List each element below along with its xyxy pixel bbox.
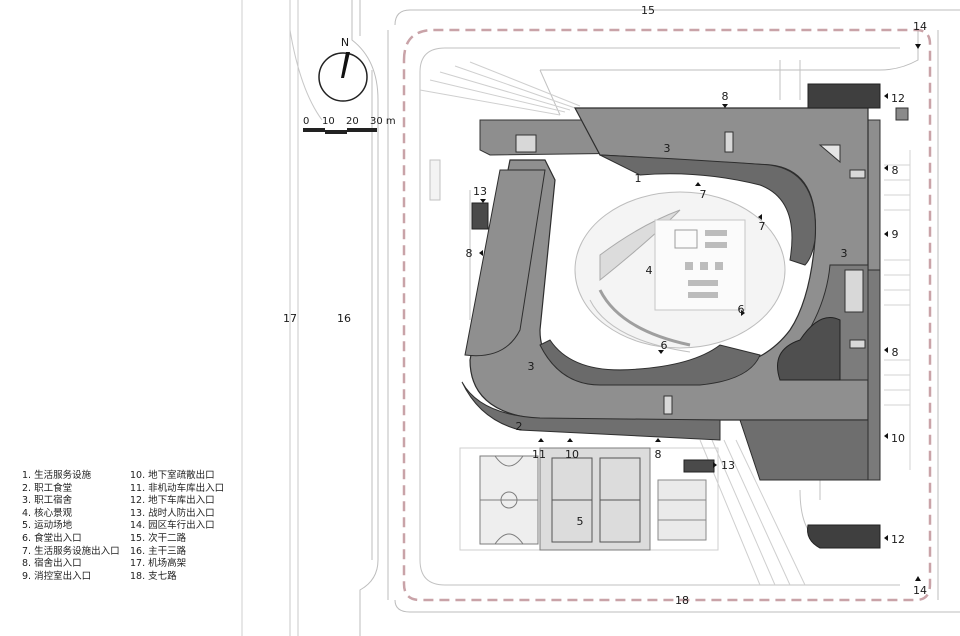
label-ent-8: 8: [892, 164, 899, 177]
legend-column-1: 1. 生活服务设施 2. 职工食堂 3. 职工宿舍 4. 核心景观 5. 运动场…: [22, 470, 120, 583]
label-road-17: 17: [283, 312, 297, 325]
label-ent-11: 11: [532, 448, 546, 461]
legend-item: 3. 职工宿舍: [22, 495, 73, 507]
label-ent-13: 13: [473, 185, 487, 198]
legend-item: 17. 机场高架: [130, 558, 187, 570]
legend-item: 5. 运动场地: [22, 520, 73, 532]
label-bld-1: 1: [635, 172, 642, 185]
label-bld-2: 2: [516, 420, 523, 433]
legend-item: 9. 消控室出入口: [22, 570, 92, 582]
scale-tick: 30 m: [370, 116, 396, 127]
label-gate-12: 12: [891, 533, 905, 546]
label-ent-6: 6: [738, 303, 745, 316]
label-core-4: 4: [646, 264, 653, 277]
main-trunk-road: [351, 0, 379, 636]
perimeter-roads: [387, 9, 960, 613]
legend-item: 16. 主干三路: [130, 545, 187, 557]
legend-item: 10. 地下室疏散出口: [130, 470, 215, 481]
legend-item: 8. 宿舍出入口: [22, 558, 82, 570]
north-arrow: N: [318, 36, 368, 102]
label-gate-12: 12: [891, 92, 905, 105]
label-gate-14: 14: [913, 20, 927, 33]
label-ent-8: 8: [722, 90, 729, 103]
scale-tick: 10: [322, 116, 335, 127]
label-gate-14: 14: [913, 584, 927, 597]
scale-tick: 20: [346, 116, 359, 127]
label-road-18: 18: [675, 594, 689, 607]
legend-item: 11. 非机动车库出入口: [130, 482, 225, 494]
sports-field: [459, 447, 719, 551]
label-ent-8: 8: [466, 247, 473, 260]
plan-labels: 15 16 17 18 14 14 12 12 8 8 8 8 8 9 10 1…: [283, 4, 927, 607]
legend-column-2: 10. 地下室疏散出口 11. 非机动车库出入口 12. 地下车库出入口 13.…: [130, 470, 224, 583]
label-sports-5: 5: [577, 515, 584, 528]
label-ent-8: 8: [655, 448, 662, 461]
legend-item: 6. 食堂出入口: [22, 532, 82, 544]
legend-item: 13. 战时人防出入口: [130, 507, 215, 519]
label-ent-9: 9: [892, 228, 899, 241]
legend-item: 14. 园区车行出入口: [130, 520, 215, 532]
label-bld-3: 3: [664, 142, 671, 155]
label-ent-10: 10: [891, 432, 905, 445]
label-ent-8: 8: [892, 346, 899, 359]
dormitory-ring: [461, 107, 881, 481]
legend-item: 1. 生活服务设施: [22, 470, 92, 481]
entrance-arrows: [479, 44, 921, 581]
legend-item: 12. 地下车库出入口: [130, 495, 215, 507]
legend: 1. 生活服务设施 2. 职工食堂 3. 职工宿舍 4. 核心景观 5. 运动场…: [22, 470, 262, 583]
legend-item: 7. 生活服务设施出入口: [22, 545, 120, 557]
label-ent-10: 10: [565, 448, 579, 461]
label-bld-3: 3: [528, 360, 535, 373]
garage-ramps: [471, 83, 909, 549]
label-bld-3: 3: [841, 247, 848, 260]
north-label: N: [341, 36, 349, 49]
site-boundary: [402, 28, 932, 602]
airport-elevated-road: [289, 0, 323, 636]
label-road-15: 15: [641, 4, 655, 17]
label-ent-7: 7: [700, 188, 707, 201]
legend-item: 15. 次干二路: [130, 532, 187, 544]
parking-right: [884, 150, 911, 470]
label-ent-13: 13: [721, 459, 735, 472]
label-ent-7: 7: [759, 220, 766, 233]
legend-item: 2. 职工食堂: [22, 482, 73, 494]
label-road-16: 16: [337, 312, 351, 325]
core-landscape: [574, 191, 786, 353]
legend-item: 4. 核心景观: [22, 507, 73, 519]
legend-item: 18. 支七路: [130, 570, 177, 582]
label-ent-6: 6: [661, 339, 668, 352]
scale-bar: 0 10 20 30 m: [303, 116, 396, 134]
scale-tick: 0: [303, 116, 309, 127]
